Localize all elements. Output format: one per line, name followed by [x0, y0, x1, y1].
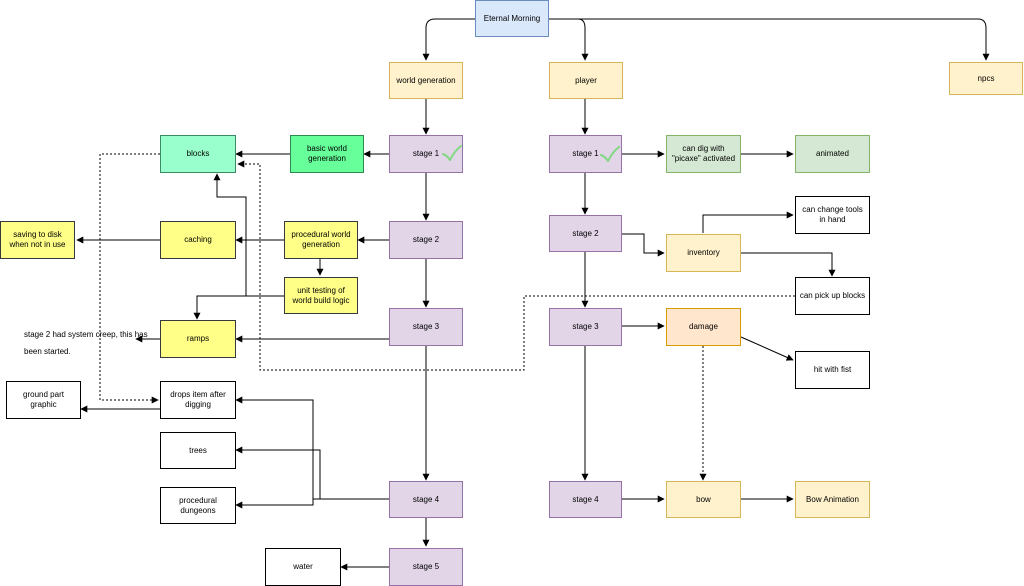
procedural-dungeons-node[interactable]: procedural dungeons: [160, 487, 236, 524]
node-label: ground part graphic: [23, 390, 64, 409]
wg-stage3-node[interactable]: stage 3: [389, 308, 463, 346]
wg-stage2-node[interactable]: stage 2: [389, 221, 463, 259]
edge-blocks-drops-dashed: [99, 153, 160, 404]
node-label: stage 3: [572, 322, 599, 331]
node-label: stage 3: [412, 322, 440, 331]
node-label: can change tools in hand: [802, 205, 863, 224]
node-label: procedural world generation: [291, 230, 351, 249]
node-label: ramps: [186, 334, 210, 343]
p-stage4-node[interactable]: stage 4: [549, 481, 622, 518]
hit-with-fist-node[interactable]: hit with fist: [795, 351, 870, 389]
edge-damage-fist: [740, 336, 794, 361]
root-node[interactable]: Eternal Morning: [475, 0, 549, 37]
caching-node[interactable]: caching: [160, 221, 236, 259]
node-label: procedural dungeons: [179, 495, 217, 515]
player-node[interactable]: player: [549, 62, 623, 99]
p-stage2-node[interactable]: stage 2: [549, 215, 622, 252]
trees-node[interactable]: trees: [160, 432, 236, 469]
checkmark-icon: [442, 145, 462, 161]
basic-world-generation-node[interactable]: basic world generation: [290, 135, 364, 173]
node-label: world generation: [396, 75, 456, 85]
damage-node[interactable]: damage: [666, 308, 741, 346]
saving-to-disk-node[interactable]: saving to disk when not in use: [0, 221, 75, 259]
node-label: can dig with "picaxe" activated: [671, 144, 736, 163]
node-label: caching: [184, 235, 212, 244]
node-label: stage 5: [412, 562, 440, 571]
can-change-tools-node[interactable]: can change tools in hand: [795, 196, 870, 234]
edge-inventory-tools: [702, 211, 794, 233]
npcs-node[interactable]: npcs: [949, 62, 1023, 95]
wg-stage4-node[interactable]: stage 4: [389, 481, 463, 518]
water-node[interactable]: water: [265, 548, 341, 586]
node-label: water: [293, 562, 313, 571]
edge-s4-dungeons: [235, 498, 389, 509]
edge-unit-ramps: [193, 295, 284, 320]
checkmark-icon: [600, 146, 620, 162]
node-label: saving to disk when not in use: [9, 230, 66, 249]
can-pick-up-blocks-node[interactable]: can pick up blocks: [795, 277, 870, 315]
p-stage1-node[interactable]: stage 1: [549, 135, 622, 173]
can-dig-node[interactable]: can dig with "picaxe" activated: [666, 135, 741, 173]
bow-animation-node[interactable]: Bow Animation: [795, 481, 870, 518]
node-label: Bow Animation: [806, 494, 859, 504]
edge-pickup-blocks-dashed: [237, 160, 795, 371]
node-label: stage 4: [572, 494, 599, 504]
node-label: can pick up blocks: [799, 291, 866, 300]
node-label: npcs: [977, 73, 995, 83]
edge-root-npcs: [549, 18, 990, 61]
edge-root-worldgen: [422, 18, 475, 61]
node-label: stage 1: [572, 149, 599, 158]
node-label: stage 1: [412, 149, 440, 158]
node-label: stage 4: [412, 494, 440, 504]
system-creep-annotation: stage 2 had system creep, this has been …: [24, 330, 148, 356]
node-label: basic world generation: [306, 144, 347, 163]
bow-node[interactable]: bow: [666, 481, 741, 518]
wg-stage1-node[interactable]: stage 1: [389, 135, 463, 173]
node-label: animated: [816, 149, 849, 158]
node-label: hit with fist: [813, 365, 852, 374]
unit-testing-node[interactable]: unit testing of world build logic: [284, 277, 358, 314]
edge-ps2-inventory: [622, 233, 665, 257]
wg-stage5-node[interactable]: stage 5: [389, 548, 463, 586]
world-generation-node[interactable]: world generation: [389, 62, 463, 99]
node-label: stage 2: [412, 235, 440, 244]
drops-item-node[interactable]: drops item after digging: [160, 381, 236, 419]
node-label: drops item after digging: [170, 390, 226, 409]
node-label: inventory: [687, 248, 720, 257]
node-label: trees: [189, 445, 207, 455]
p-stage3-node[interactable]: stage 3: [549, 308, 622, 346]
inventory-node[interactable]: inventory: [666, 234, 741, 272]
node-label: bow: [696, 494, 711, 504]
blocks-node[interactable]: blocks: [160, 135, 236, 173]
node-label: blocks: [186, 149, 210, 158]
node-label: damage: [689, 322, 718, 331]
ground-part-graphic-node[interactable]: ground part graphic: [6, 381, 81, 419]
node-label: stage 2: [572, 228, 599, 238]
node-label: unit testing of world build logic: [292, 285, 350, 305]
edge-root-player: [549, 18, 589, 61]
edge-inventory-pickup: [741, 252, 836, 277]
animated-node[interactable]: animated: [795, 135, 870, 173]
ramps-node[interactable]: ramps: [160, 320, 236, 358]
node-label: Eternal Morning: [483, 13, 541, 23]
node-label: player: [575, 75, 597, 85]
procedural-world-generation-node[interactable]: procedural world generation: [284, 221, 358, 259]
